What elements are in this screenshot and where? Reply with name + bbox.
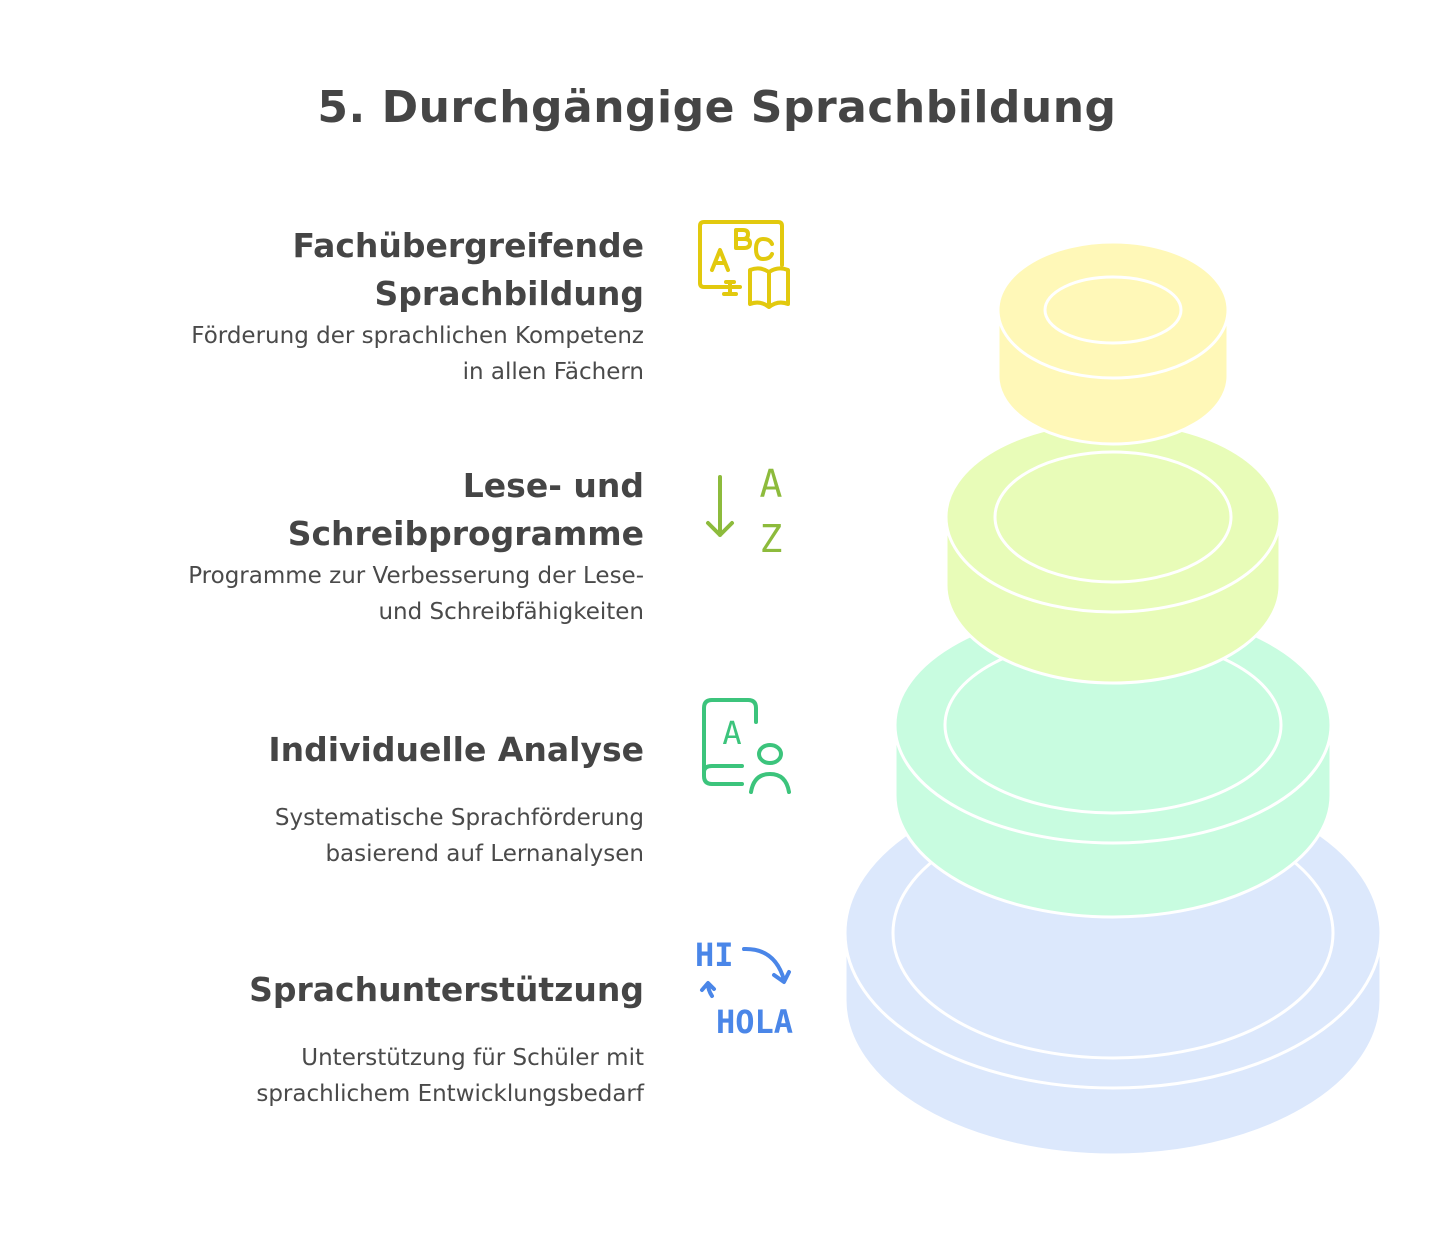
- item-heading: Sprachunterstützung: [249, 970, 644, 1009]
- desc-line-1: Systematische Sprachförderung: [274, 805, 644, 831]
- icon-letter-a: A: [760, 462, 783, 506]
- icon-text-hola: HOLA: [716, 1003, 793, 1041]
- item-heading: Individuelle Analyse: [268, 730, 644, 769]
- desc-line-2: basierend auf Lernanalysen: [325, 841, 644, 867]
- item-individuelle-analyse: Individuelle Analyse Systematische Sprac…: [44, 726, 644, 872]
- item-description: Förderung der sprachlichen Kompetenz in a…: [44, 318, 644, 390]
- item-description: Systematische Sprachförderung basierend a…: [44, 800, 644, 872]
- ring-3-mint: [893, 605, 1333, 919]
- heading-line-1: Fachübergreifende: [292, 226, 644, 265]
- translate-icon: HI HOLA: [695, 936, 793, 1041]
- desc-line-1: Förderung der sprachlichen Kompetenz: [191, 323, 644, 349]
- sort-a-z-icon: A Z: [706, 462, 783, 561]
- desc-line-2: in allen Fächern: [462, 359, 644, 385]
- desc-line-2: und Schreibfähigkeiten: [378, 599, 644, 625]
- heading-line-2: Sprachbildung: [374, 274, 644, 313]
- ring-1-yellow: [996, 240, 1230, 446]
- abc-book-icon: [698, 220, 790, 309]
- desc-line-1: Programme zur Verbesserung der Lese-: [188, 563, 644, 589]
- item-description: Programme zur Verbesserung der Lese-und …: [44, 558, 644, 630]
- desc-line-2: sprachlichem Entwicklungsbedarf: [256, 1081, 644, 1107]
- icon-letter-a: A: [722, 714, 741, 752]
- desc-line-1: Unterstützung für Schüler mit: [301, 1045, 644, 1071]
- ring-2-lime: [944, 420, 1282, 685]
- heading-line-2: Schreibprogramme: [287, 514, 644, 553]
- item-description: Unterstützung für Schüler mit sprachliche…: [44, 1040, 644, 1112]
- heading-line-1: Lese- und: [462, 466, 644, 505]
- learner-book-icon: A: [702, 698, 791, 794]
- icon-letter-z: Z: [760, 517, 783, 561]
- item-sprachunterstuetzung: Sprachunterstützung Unterstützung für Sc…: [44, 966, 644, 1112]
- icon-text-hi: HI: [695, 936, 734, 974]
- page-title: 5. Durchgängige Sprachbildung: [317, 82, 1117, 133]
